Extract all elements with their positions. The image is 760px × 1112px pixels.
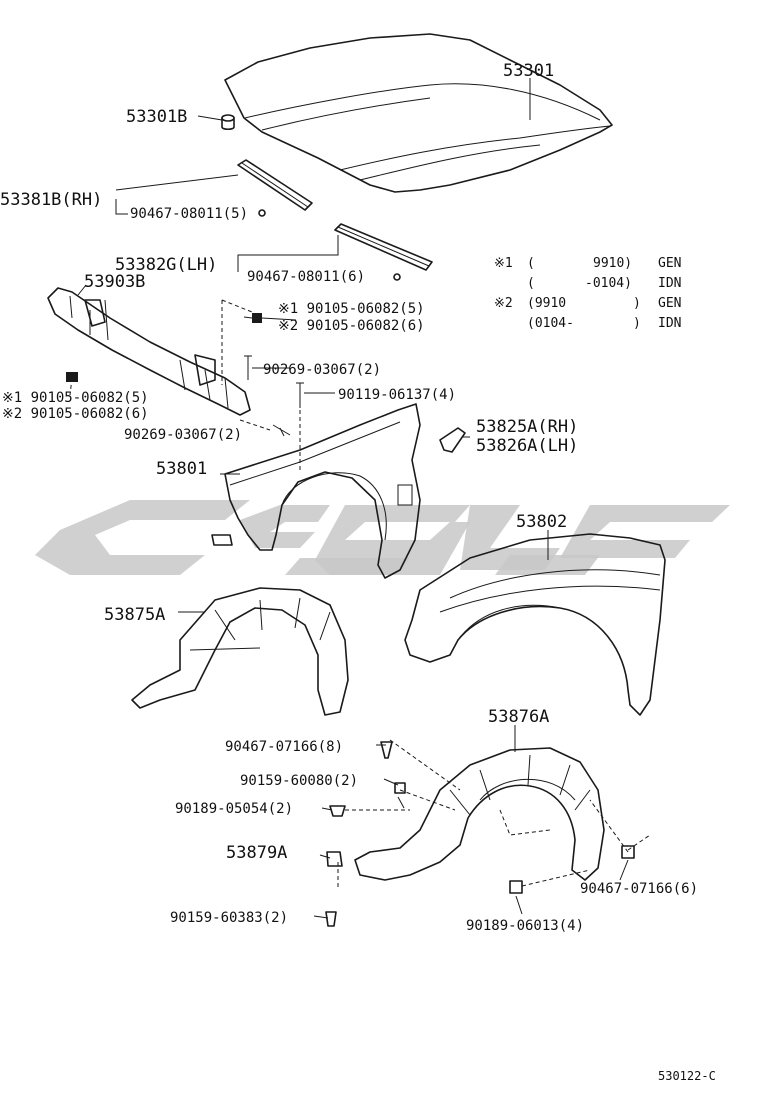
callout-screw-a: 90269-03067(2) [263, 362, 381, 378]
note-code: IDN [658, 276, 681, 291]
radiator-support-part [47, 287, 251, 416]
hood-seal-lh-part [334, 223, 433, 281]
callout-screw-c: 90269-03067(2) [124, 427, 242, 443]
callout-hood: 53301 [503, 61, 554, 81]
fastener-bolts [66, 313, 304, 437]
callout-clip-lh: 90467-08011(6) [247, 269, 365, 285]
hood-part [224, 33, 613, 193]
fender-bracket-part [439, 427, 466, 453]
front-fender-lh-part [211, 403, 421, 579]
note-code: GEN [658, 256, 681, 271]
callout-hood-cushion: 53301B [126, 107, 187, 127]
callout-clip-d: 90467-07166(8) [225, 739, 343, 755]
note-code: IDN [658, 316, 681, 331]
dashed-guides [69, 299, 651, 890]
note-to: -0104) [585, 276, 632, 291]
callout-screw-b: 90119-06137(4) [338, 387, 456, 403]
callout-liner-lh: 53875A [104, 605, 165, 625]
callout-clip-rh: 90467-08011(5) [130, 206, 248, 222]
callout-seal-d: 53879A [226, 843, 287, 863]
callout-bolt-b2: ※2 90105-06082(6) [2, 406, 149, 422]
leader-lines [77, 78, 629, 919]
note-from: ( [527, 256, 535, 271]
figure-code: 530122-C [658, 1069, 716, 1083]
callout-seal-lh: 53382G(LH) [115, 255, 217, 275]
callout-bracket-lh: 53826A(LH) [476, 436, 578, 456]
note-from: (9910 [527, 296, 566, 311]
fender-liner-rh-part [354, 747, 605, 881]
callout-labels: 53301 53301B 53381B(RH) 90467-08011(5) 5… [0, 61, 698, 934]
note-to: ) [633, 296, 641, 311]
callout-support: 53903B [84, 272, 145, 292]
hood-cushion-part [221, 114, 235, 131]
hood-seal-rh-part [237, 159, 313, 217]
note-to: 9910) [593, 256, 632, 271]
liner-fasteners [325, 741, 635, 927]
callout-screw-d: 90159-60383(2) [170, 910, 288, 926]
callout-clip-e: 90467-07166(6) [580, 881, 698, 897]
note-mark: ※1 [494, 256, 513, 271]
note-code: GEN [658, 296, 681, 311]
note-to: ) [633, 316, 641, 331]
front-fender-rh-part [404, 533, 666, 716]
note-mark: ※2 [494, 296, 513, 311]
callout-bolt-b1: ※1 90105-06082(5) [2, 390, 149, 406]
callout-fender-rh: 53802 [516, 512, 567, 532]
callout-nut-e: 90189-06013(4) [466, 918, 584, 934]
callout-seal-rh: 53381B(RH) [0, 190, 102, 210]
callout-bolt-a2: ※2 90105-06082(6) [278, 318, 425, 334]
note-from: (0104- [527, 316, 574, 331]
callout-bolt-d: 90159-60080(2) [240, 773, 358, 789]
callout-nut-d: 90189-05054(2) [175, 801, 293, 817]
callout-bolt-a1: ※1 90105-06082(5) [278, 301, 425, 317]
applicability-notes: ※1 ( 9910) GEN ( -0104) IDN ※2 (9910 ) G… [494, 256, 681, 331]
callout-liner-rh: 53876A [488, 707, 549, 727]
fender-liner-lh-part [131, 587, 349, 716]
callout-bracket-rh: 53825A(RH) [476, 417, 578, 437]
note-from: ( [527, 276, 535, 291]
callout-fender-lh: 53801 [156, 459, 207, 479]
